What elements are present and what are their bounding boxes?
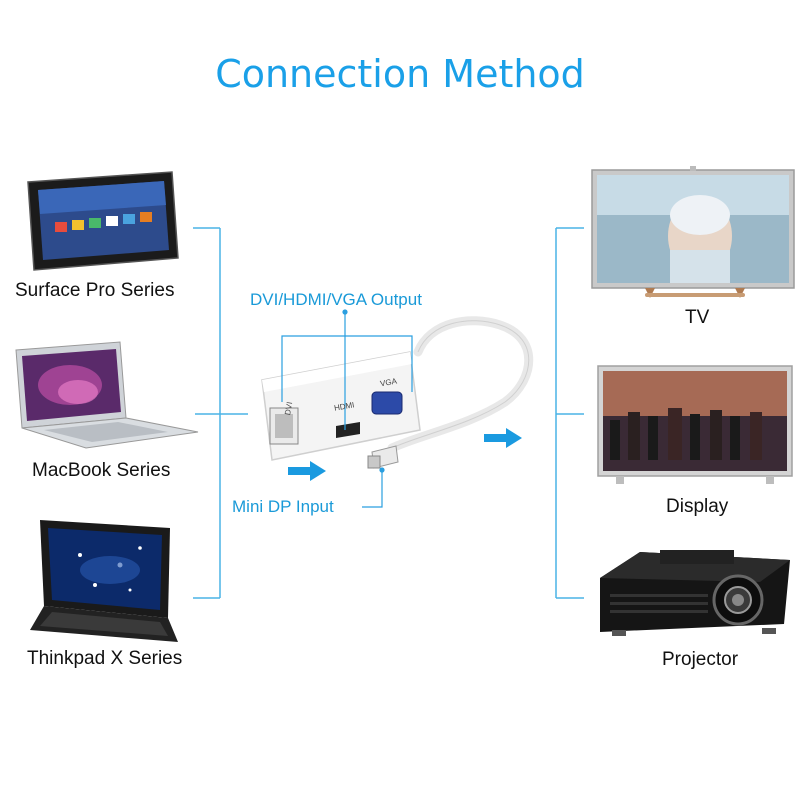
source-label-surface: Surface Pro Series bbox=[15, 280, 175, 301]
output-label: DVI/HDMI/VGA Output bbox=[250, 290, 422, 309]
output-label-tv: TV bbox=[685, 307, 710, 328]
tablet-icon bbox=[27, 171, 179, 271]
thinkpad-icon bbox=[30, 520, 178, 642]
output-label-projector: Projector bbox=[662, 649, 739, 670]
input-arrow-icon bbox=[288, 461, 326, 481]
left-bracket bbox=[193, 227, 248, 599]
output-arrow-icon bbox=[484, 428, 522, 448]
adapter-icon bbox=[261, 316, 534, 469]
output-label-display: Display bbox=[666, 496, 729, 517]
tv-icon bbox=[591, 166, 795, 298]
source-label-thinkpad: Thinkpad X Series bbox=[27, 648, 183, 669]
display-icon bbox=[597, 365, 793, 484]
page-title: Connection Method bbox=[215, 52, 585, 96]
output-callout bbox=[281, 309, 413, 430]
projector-icon bbox=[600, 550, 790, 636]
source-label-macbook: MacBook Series bbox=[32, 460, 171, 481]
macbook-icon bbox=[15, 341, 199, 449]
input-label: Mini DP Input bbox=[232, 497, 334, 516]
input-callout bbox=[362, 467, 385, 508]
right-bracket bbox=[555, 227, 584, 599]
